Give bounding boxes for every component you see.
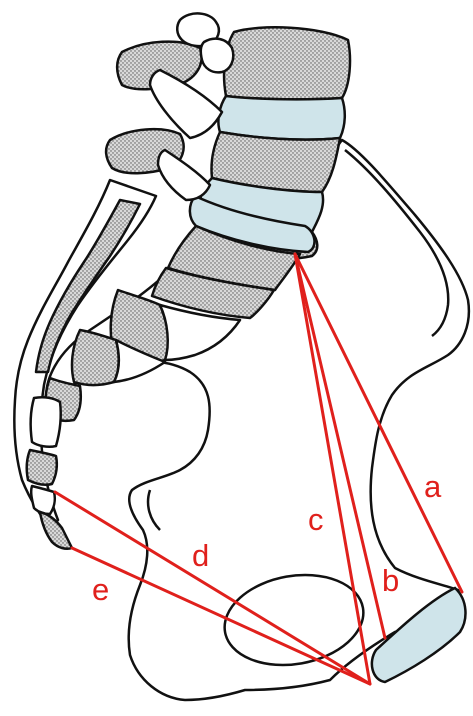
label-b: b bbox=[382, 563, 399, 598]
disc-l3-l4 bbox=[218, 96, 344, 140]
label-c: c bbox=[308, 502, 324, 537]
coccyx-segment-2 bbox=[27, 450, 57, 485]
label-e: e bbox=[92, 572, 109, 607]
lamina-l5 bbox=[158, 150, 210, 200]
sacral-body-s4 bbox=[72, 330, 119, 385]
coccyx-segment-1 bbox=[31, 397, 61, 447]
coccyx-segment-3 bbox=[31, 486, 55, 514]
label-a: a bbox=[424, 469, 442, 504]
facet-l3-lower bbox=[201, 39, 234, 73]
label-d: d bbox=[192, 538, 209, 573]
vertebra-l3 bbox=[224, 27, 350, 99]
